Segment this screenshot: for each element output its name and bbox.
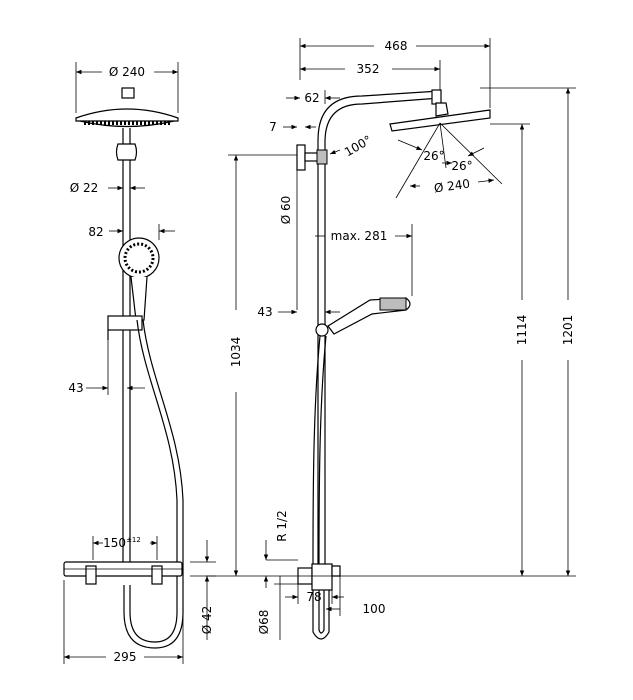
dim-front-valve-depth: Ø 42 (190, 540, 216, 640)
label-side-bracket-diameter: Ø 60 (279, 196, 293, 225)
dim-side-valve-projection: 100 (326, 576, 385, 616)
label-side-head-diameter: Ø 240 (433, 177, 471, 196)
front-hose (123, 319, 184, 649)
front-view: Ø 240 Ø 22 82 43 150±12 (63, 62, 216, 664)
dim-side-valve-offset: 78 (285, 584, 344, 604)
side-shower-head (389, 102, 491, 132)
side-slider (315, 323, 329, 337)
dim-side-height-total: 1201 (480, 87, 576, 576)
front-slider (107, 315, 143, 340)
dim-side-valve-diameter: Ø68 (257, 576, 298, 640)
dim-side-hand-reach: max. 281 (315, 224, 413, 296)
side-spray-angles: 26° 26° Ø 240 (395, 122, 503, 199)
dim-side-arm-angle: 100° (329, 133, 374, 160)
label-side-projection-total: 468 (385, 39, 408, 53)
dim-side-height-head: 1114 (490, 123, 530, 576)
front-thermostat-valve (63, 561, 183, 585)
label-side-valve-projection: 100 (363, 602, 386, 616)
label-side-arm-angle: 100° (342, 133, 374, 160)
label-side-slider-offset: 43 (257, 305, 272, 319)
label-side-height-arm: 1034 (229, 337, 243, 368)
dim-side-wall-offset: 62 (286, 90, 340, 105)
label-front-overall-width: 295 (114, 650, 137, 664)
label-side-hand-reach: max. 281 (331, 229, 388, 243)
label-side-valve-diameter: Ø68 (257, 610, 271, 635)
dim-front-overall-width: 295 (63, 580, 184, 664)
label-side-spray-right: 26° (451, 159, 472, 173)
dim-side-slider-offset: 43 (257, 305, 340, 319)
label-side-wall-offset: 62 (304, 91, 319, 105)
label-front-rail-offset: 43 (68, 381, 83, 395)
label-front-head-diameter: Ø 240 (109, 65, 145, 79)
label-side-thread: R 1/2 (275, 510, 289, 541)
front-hand-shower (118, 237, 160, 321)
label-front-hand-offset: 82 (88, 225, 103, 239)
label-front-pipe-diameter: Ø 22 (70, 181, 99, 195)
label-side-mount-gap: 7 (269, 120, 277, 134)
label-side-height-total: 1201 (561, 315, 575, 346)
side-hose (312, 335, 330, 640)
front-riser-pipe (115, 128, 138, 562)
dim-side-bracket-diameter: Ø 60 (279, 170, 298, 310)
front-shower-head (75, 87, 179, 128)
label-side-projection-arm: 352 (357, 62, 380, 76)
dim-front-hand-offset: 82 (88, 224, 175, 244)
dim-side-height-arm: 1034 (228, 154, 297, 576)
side-riser-and-arm (317, 89, 442, 565)
label-side-valve-offset: 78 (306, 590, 321, 604)
side-view: 26° 26° Ø 240 (206, 38, 576, 640)
side-valve (297, 563, 341, 591)
dim-side-thread: R 1/2 (263, 510, 298, 588)
side-wall-bracket (296, 144, 328, 171)
label-front-valve-depth: Ø 42 (200, 606, 214, 635)
label-side-height-head: 1114 (515, 315, 529, 346)
dim-front-connection-spacing: 150±12 (92, 536, 158, 560)
dim-side-projection-total: 468 (299, 38, 491, 108)
dim-front-rail-offset: 43 (68, 340, 145, 395)
side-hand-shower (327, 297, 411, 335)
dim-side-mount-gap: 7 (269, 120, 316, 134)
label-side-spray-left: 26° (423, 149, 444, 163)
dim-front-head-diameter: Ø 240 (75, 62, 179, 113)
dim-side-projection-arm: 352 (300, 60, 441, 90)
label-front-connection-spacing: 150±12 (103, 536, 141, 550)
dim-front-pipe-diameter: Ø 22 (70, 181, 145, 195)
